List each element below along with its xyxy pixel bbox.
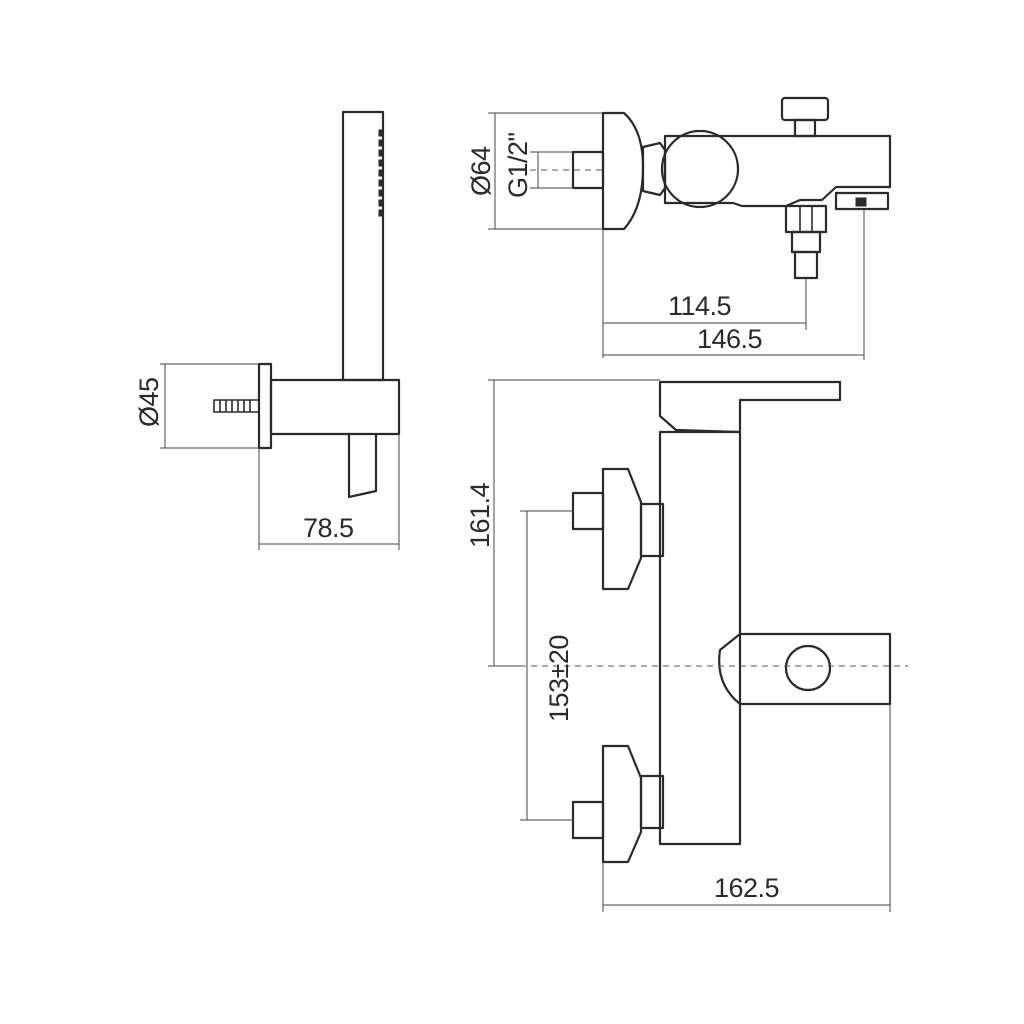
diverter-stem-top bbox=[793, 118, 817, 138]
mixer-top-view: Ø64 G1/2" 114.5 146.5 bbox=[466, 96, 892, 360]
holder-wall-plate bbox=[257, 362, 273, 450]
mixer-front-view: 161.4 153±20 162.5 bbox=[465, 379, 908, 912]
dimension-center-153: 153±20 bbox=[520, 510, 574, 821]
hand-shower-view: Ø45 78.5 bbox=[134, 110, 401, 550]
dimension-label-146-5: 146.5 bbox=[697, 324, 762, 354]
dimension-width-162-5: 162.5 bbox=[602, 704, 891, 912]
dimension-label-162-5: 162.5 bbox=[714, 873, 779, 903]
spout-outlet-top bbox=[834, 191, 890, 211]
eccentric-cover-top bbox=[601, 111, 645, 231]
dimension-height-161-4: 161.4 bbox=[465, 379, 660, 667]
spout-body-front bbox=[718, 632, 892, 706]
dimension-label-114-5: 114.5 bbox=[668, 291, 731, 321]
lever-handle bbox=[658, 380, 842, 434]
dimension-width-78-5: 78.5 bbox=[258, 434, 400, 550]
upper-eccentric bbox=[571, 467, 665, 591]
dimension-label-161-4: 161.4 bbox=[465, 482, 495, 548]
lower-eccentric bbox=[571, 744, 665, 864]
spout-outlet-front bbox=[784, 644, 832, 692]
dimension-label-width-78-5: 78.5 bbox=[303, 513, 354, 543]
dimension-length-146-5: 146.5 bbox=[603, 209, 865, 360]
mixer-body-top bbox=[663, 134, 892, 208]
mixer-body-front bbox=[658, 430, 742, 846]
dimension-thread-g1-2: G1/2" bbox=[503, 132, 573, 198]
inlet-pipe-top bbox=[571, 150, 605, 190]
diverter-cap-top bbox=[780, 96, 830, 122]
dimension-label-153: 153±20 bbox=[544, 635, 574, 722]
hose-connection-top bbox=[784, 204, 828, 280]
dimension-label-diameter-64: Ø64 bbox=[466, 146, 496, 196]
holder-arm bbox=[269, 378, 401, 436]
dimension-label-diameter-45: Ø45 bbox=[134, 377, 164, 427]
dimension-diameter-45: Ø45 bbox=[134, 363, 259, 449]
cartridge-circle-top bbox=[660, 129, 740, 209]
shower-nozzles bbox=[378, 129, 384, 217]
shower-handle bbox=[341, 110, 385, 382]
hose-connector bbox=[347, 432, 378, 499]
dimension-diameter-64: Ø64 bbox=[466, 112, 603, 230]
spout-outlet-mark bbox=[855, 197, 867, 207]
fixing-screw bbox=[213, 399, 260, 413]
dimension-label-thread: G1/2" bbox=[503, 132, 533, 198]
dimension-length-114-5: 114.5 bbox=[602, 229, 807, 358]
